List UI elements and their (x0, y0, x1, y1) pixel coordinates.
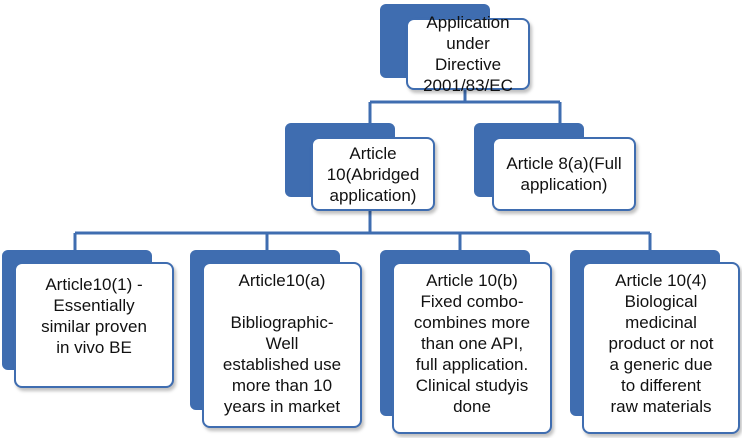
node-root-label: Application under Directive 2001/83/EC (423, 13, 513, 95)
node-root-box: Application under Directive 2001/83/EC (406, 13, 530, 95)
node-article8a-box: Article 8(a)(Full application) (492, 137, 636, 211)
node-article8a-label: Article 8(a)(Full application) (506, 154, 622, 194)
node-article10-4-box: Article 10(4) Biological medicinal produ… (582, 262, 740, 434)
node-article10-4-label: Article 10(4) Biological medicinal produ… (608, 271, 714, 416)
node-article10a-label: Article10(a) Bibliographic- Well establi… (222, 271, 342, 416)
node-article10-box: Article 10(Abridged application) (311, 137, 435, 211)
node-article10a-box: Article10(a) Bibliographic- Well establi… (202, 262, 362, 428)
node-article10-label: Article 10(Abridged application) (326, 143, 420, 205)
node-article10b-box: Article 10(b) Fixed combo- combines more… (392, 262, 552, 434)
node-article10-1-box: Article10(1) - Essentially similar prove… (14, 262, 174, 388)
node-article10-1-label: Article10(1) - Essentially similar prove… (41, 275, 147, 357)
node-article10b-label: Article 10(b) Fixed combo- combines more… (413, 271, 531, 416)
